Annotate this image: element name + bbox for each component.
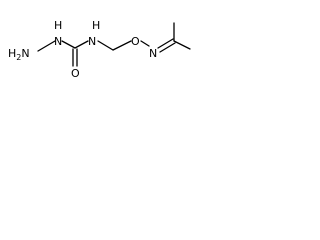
bond-ch2-o xyxy=(112,40,132,51)
bond-nh2-nh xyxy=(37,40,56,52)
chemical-structure: H2N H N O H N O N xyxy=(8,19,191,80)
atom-oxime-n: N xyxy=(149,47,157,60)
atom-labels: H2N H N O H N O N xyxy=(8,19,157,80)
atom-ether-o: O xyxy=(131,35,140,48)
atom-amide-h: H xyxy=(92,19,100,32)
bond-o-n xyxy=(140,40,150,47)
bonds xyxy=(37,22,191,67)
bond-carbonyl-c-nh xyxy=(74,40,89,49)
bond-c-methyl-1 xyxy=(173,40,191,50)
bond-n-c-double-b xyxy=(159,42,176,53)
bond-nh-ch2 xyxy=(97,40,114,51)
atom-hydrazine-h: H xyxy=(54,19,62,32)
atom-amide-n: N xyxy=(88,35,96,48)
atom-terminal-amine: H2N xyxy=(8,47,30,62)
atom-carbonyl-o: O xyxy=(71,67,80,80)
bond-nh-carbonyl-c xyxy=(61,40,76,49)
atom-hydrazine-n: N xyxy=(54,35,62,48)
bond-n-c-double-a xyxy=(157,38,174,49)
